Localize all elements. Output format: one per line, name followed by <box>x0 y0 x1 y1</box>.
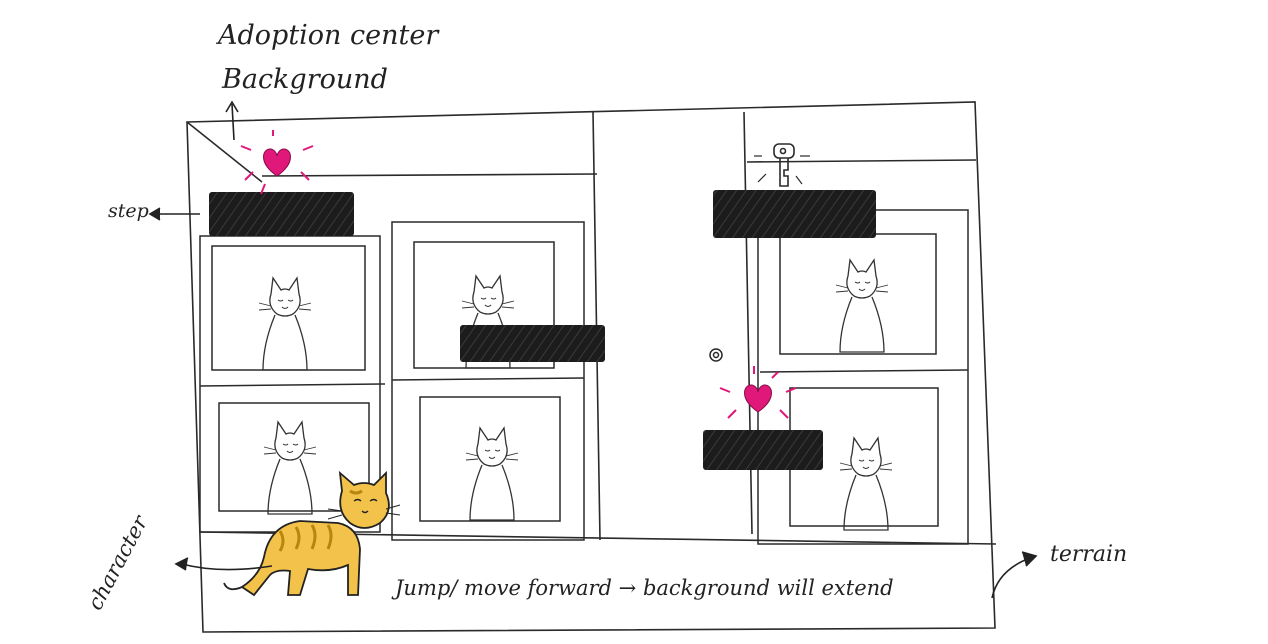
cat-character-icon[interactable] <box>223 470 401 597</box>
annotation-arrows <box>148 100 1038 599</box>
caged-cat <box>465 427 519 521</box>
background-title-line1: Adoption center <box>218 20 439 51</box>
caged-cat <box>835 259 889 353</box>
step-platform[interactable] <box>713 190 876 238</box>
step-platform[interactable] <box>703 430 823 470</box>
cat-cage-grid-right <box>757 209 969 545</box>
step-platform[interactable] <box>460 325 605 362</box>
cat-cage-grid-left <box>199 221 585 541</box>
jump-extend-note: Jump/ move forward → background will ext… <box>395 576 894 600</box>
door <box>709 348 723 362</box>
terrain-annotation: terrain <box>1050 542 1128 567</box>
step-platform[interactable] <box>209 192 354 236</box>
background-title-line2: Background <box>222 64 388 95</box>
heart-icon[interactable] <box>719 366 797 419</box>
key-icon[interactable] <box>754 143 810 187</box>
heart-icon[interactable] <box>240 130 314 195</box>
caged-cat <box>258 277 312 371</box>
step-annotation: step <box>108 200 149 222</box>
caged-cat <box>263 421 317 515</box>
caged-cat <box>839 437 893 531</box>
